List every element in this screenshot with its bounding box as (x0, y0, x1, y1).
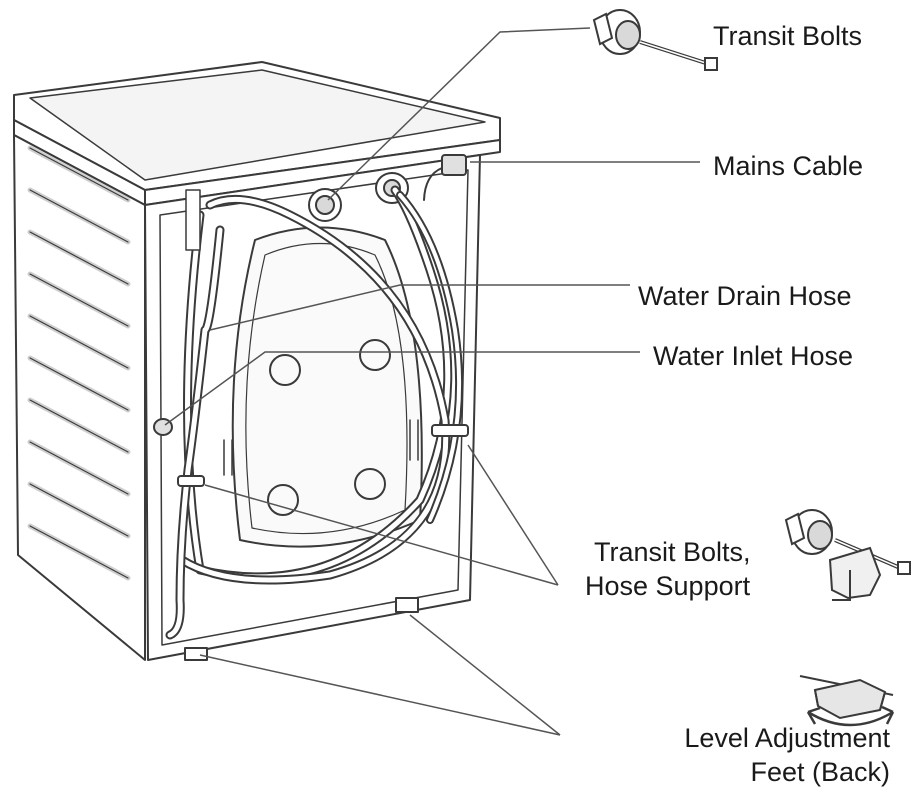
label-transit-bolts: Transit Bolts (713, 20, 862, 52)
level-foot-icon (800, 676, 893, 725)
label-water-drain-hose: Water Drain Hose (638, 280, 852, 312)
label-hose-support: Hose Support (585, 570, 750, 602)
label-transit-bolts-comma: Transit Bolts, (594, 536, 751, 568)
transit-bolt-hose-support-icon (786, 510, 910, 600)
label-feet-back: Feet (Back) (750, 756, 890, 788)
label-mains-cable: Mains Cable (713, 150, 863, 182)
label-level-adjustment: Level Adjustment (684, 722, 890, 754)
machine-side-panel (14, 135, 145, 660)
transit-bolt-icon-top (594, 10, 717, 70)
back-transit-bolt (309, 189, 341, 221)
label-water-inlet-hose: Water Inlet Hose (653, 340, 853, 372)
